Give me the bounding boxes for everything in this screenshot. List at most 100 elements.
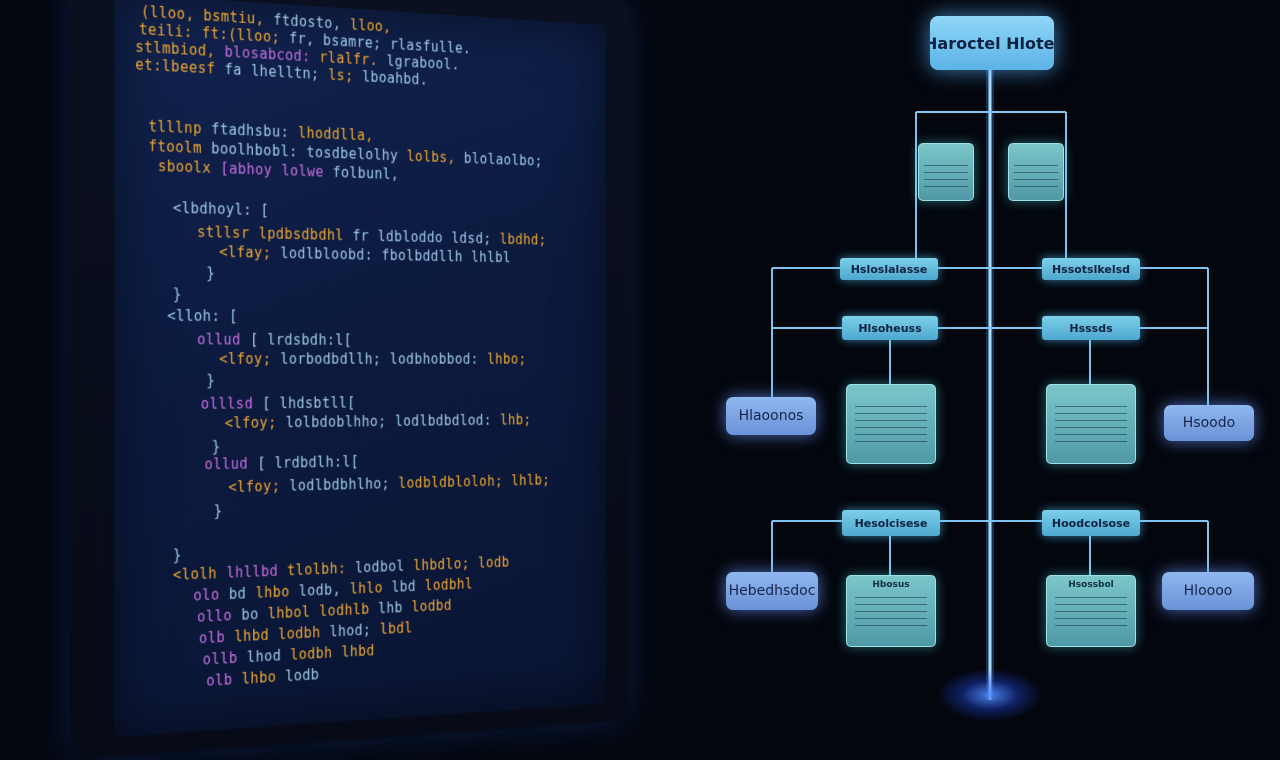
code-token: [ lrdsbdh:l[ — [250, 331, 352, 349]
code-token: ollud — [204, 455, 248, 473]
code-token: lhelltn; — [251, 62, 319, 83]
code-line: } — [173, 546, 191, 564]
code-token: olo — [193, 586, 219, 605]
code-token: blolaolbo; — [464, 150, 543, 170]
code-token: et:lbeesf — [135, 56, 215, 78]
code-token: lolbdoblhho; — [286, 413, 387, 431]
tier2-left-label: Hlsoheuss — [858, 322, 921, 335]
code-token: lodb — [478, 554, 510, 572]
side-lower-left-label: Hebedhsdoc — [729, 583, 816, 599]
tier2-node-left: Hlsoheuss — [842, 316, 938, 340]
code-line: <lfoy;lolbdoblhho;lodlbdbdlod:lhb; — [225, 411, 540, 432]
code-token: ollud — [197, 331, 241, 349]
code-token: olb — [199, 628, 225, 647]
code-token: ldsd; — [451, 230, 491, 248]
code-token: lhbo — [242, 668, 277, 687]
code-token: sboolx — [158, 157, 211, 177]
tier3-right-label: Hoodcolsose — [1052, 517, 1130, 530]
code-token: ollo — [197, 607, 232, 626]
code-token: lodb — [285, 666, 319, 685]
code-line: <lbdhoyl: [ — [173, 199, 278, 219]
code-token: lhlo — [350, 579, 383, 597]
code-token: lbdhd; — [500, 231, 547, 249]
architecture-diagram: Haroctel Hlotel Hsloslalasse Hssotslkels… — [700, 0, 1280, 720]
code-token: ftoolm — [148, 137, 201, 157]
code-token: bo — [241, 605, 258, 623]
code-token: lodbh — [290, 644, 332, 664]
code-token: <lloh: [ — [167, 307, 238, 325]
code-token: } — [206, 264, 215, 282]
code-token: folbunl, — [333, 164, 399, 183]
root-node: Haroctel Hlotel — [930, 16, 1054, 70]
upper-card-left — [918, 143, 974, 201]
code-token: ls; — [328, 66, 353, 84]
side-node-upper-right: Hsoodo — [1164, 405, 1254, 441]
code-token: ollb — [203, 649, 238, 668]
code-token: tosdbelolhy — [307, 144, 399, 165]
code-line: olblhbo lodb — [206, 665, 328, 690]
code-token: <lfoy; — [219, 350, 271, 368]
side-node-upper-left: Hlaoonos — [726, 397, 816, 435]
card-title: Hbosus — [872, 580, 909, 591]
code-token: lodlbdbhlho; — [289, 475, 390, 494]
tier3-node-right: Hoodcolsose — [1042, 510, 1140, 536]
code-token: <lolh — [173, 564, 217, 583]
code-token: lhbo; — [487, 351, 526, 368]
code-token: boolhbobl: — [211, 140, 298, 161]
code-token: lodbhobbod: — [390, 351, 479, 368]
side-lower-right-label: Hloooo — [1184, 583, 1233, 599]
lower-card-left: Hbosus — [846, 575, 936, 647]
tier3-left-label: Hesolcisese — [855, 517, 928, 530]
tier3-node-left: Hesolcisese — [842, 510, 940, 536]
mid-card-left — [846, 384, 936, 464]
code-line: <lfoy;lodlbdbhlho;lodbldbloloh;lhlb; — [228, 471, 558, 496]
code-line: } — [212, 438, 230, 456]
code-line: <lloh: [ — [167, 307, 247, 325]
code-line: } — [173, 285, 191, 303]
code-token: lhbol — [268, 603, 311, 622]
code-token: lhoddlla, — [298, 124, 374, 144]
code-screen: (lloo, bsmtiu,ftdosto,lloo,teili:ft:(llo… — [114, 0, 605, 737]
code-token: lodhlb — [319, 600, 369, 619]
code-token: fa — [225, 60, 242, 78]
mid-card-right — [1046, 384, 1136, 464]
code-line: } — [214, 502, 232, 520]
code-line: ollud [ lrdsbdh:l[ — [197, 331, 361, 349]
code-token: olb — [206, 671, 232, 690]
code-token: lodbldbloloh; — [398, 473, 502, 492]
code-token: } — [214, 502, 223, 520]
code-token: lhllbd — [226, 562, 278, 581]
code-line: } — [206, 264, 224, 282]
side-node-lower-right: Hloooo — [1162, 572, 1254, 610]
code-token: lhbdlo; — [413, 555, 469, 574]
code-token: lhod — [247, 647, 281, 666]
code-token: } — [173, 285, 182, 303]
code-line: } — [206, 372, 224, 390]
code-token: lodlbdbdlod: — [395, 412, 492, 430]
code-token: } — [173, 546, 182, 564]
scene: (lloo, bsmtiu,ftdosto,lloo,teili:ft:(llo… — [0, 0, 1280, 720]
card-title: Hsossbol — [1068, 580, 1114, 591]
code-token: lhbd — [234, 626, 269, 645]
code-token: } — [206, 372, 215, 390]
code-token: lboahbd. — [362, 68, 428, 88]
root-node-label: Haroctel Hlotel — [930, 34, 1054, 53]
code-token: fbolbddllh — [382, 247, 463, 265]
connector-lines — [700, 0, 1280, 720]
code-token: <lbdhoyl: [ — [173, 199, 269, 219]
code-token: tlllnp — [148, 117, 201, 137]
code-token: olllsd — [201, 395, 253, 413]
code-token: <lfoy; — [225, 414, 277, 432]
code-token: stllsr — [197, 223, 249, 242]
code-token: lpdbsdbdhl — [259, 225, 344, 244]
code-token: lodbh — [278, 624, 321, 643]
code-token: lodbd — [411, 597, 451, 616]
code-token: lodbol — [355, 557, 405, 576]
code-token: [ lrdbdlh:l[ — [257, 453, 359, 472]
tier1-node-right: Hssotslkelsd — [1042, 258, 1140, 280]
code-token: lhlbl — [471, 249, 511, 266]
code-token: fr — [352, 227, 369, 244]
code-line: olllsd[ lhdsbtll[ — [201, 394, 364, 413]
code-token: [abhoy — [220, 160, 272, 179]
code-token: lhlb; — [511, 472, 550, 489]
